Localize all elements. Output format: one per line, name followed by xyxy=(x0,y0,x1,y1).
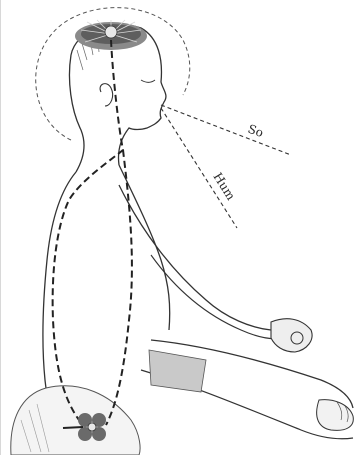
so-label: So xyxy=(246,122,265,140)
lower-arm-outline xyxy=(151,255,283,339)
breath-channel-path xyxy=(106,150,132,425)
back-of-head xyxy=(69,55,83,172)
ear xyxy=(100,84,113,106)
hum-label: Hum xyxy=(210,170,238,203)
so-breath-ray xyxy=(161,105,291,155)
shaded-fold xyxy=(149,350,206,392)
closed-eye xyxy=(141,80,155,82)
upper-arm xyxy=(119,185,271,330)
cushion xyxy=(11,386,140,455)
hum-breath-ray xyxy=(161,108,237,228)
back-outline xyxy=(43,172,76,420)
hand-mudra xyxy=(271,319,312,352)
